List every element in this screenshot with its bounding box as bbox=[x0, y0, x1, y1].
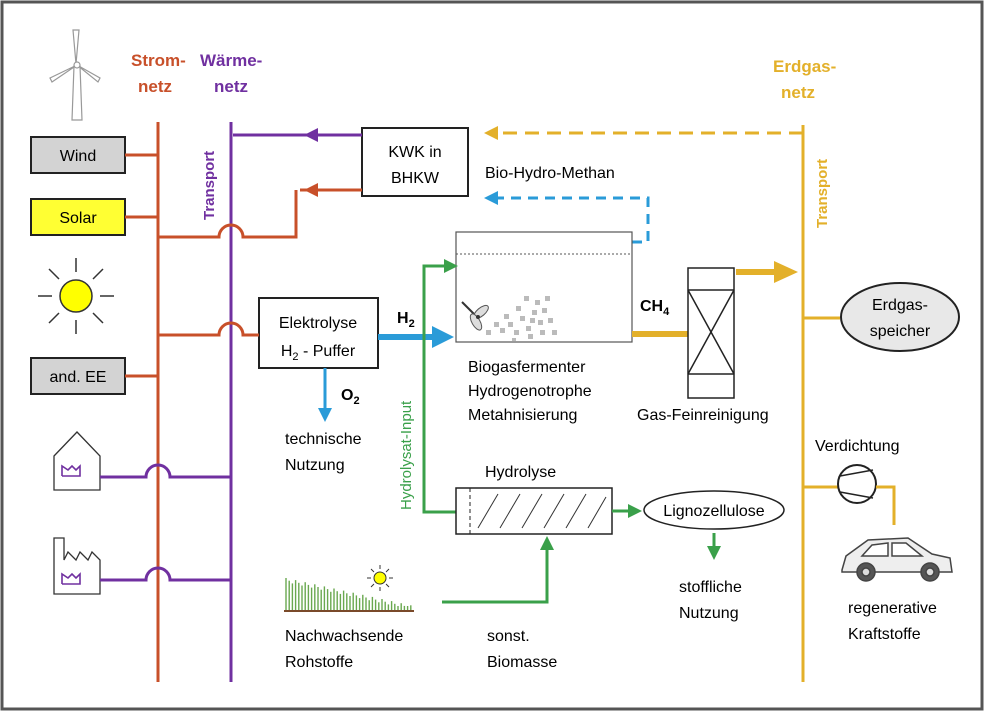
waerme-header-1: Wärme- bbox=[200, 51, 262, 70]
regenerative-label-1: regenerative bbox=[848, 600, 937, 617]
lignozellulose-label: Lignozellulose bbox=[663, 503, 765, 520]
kwk-bhkw-box bbox=[361, 127, 469, 197]
fermenter-to-kwk-arrow bbox=[484, 191, 498, 205]
o2-label: O2 bbox=[341, 387, 360, 407]
h2-label: H2 bbox=[397, 310, 415, 330]
nutzung-label: Nutzung bbox=[285, 457, 345, 474]
gas-to-erdgas-arrow bbox=[774, 261, 798, 283]
strom-to-elektrolyse-line bbox=[158, 321, 259, 337]
fermenter-label-3: Metahnisierung bbox=[468, 407, 577, 424]
biomasse-to-hydrolyse-line bbox=[442, 548, 549, 604]
bio-hydro-methan-label: Bio-Hydro-Methan bbox=[485, 165, 615, 182]
elektrolyse-box bbox=[258, 297, 379, 369]
hydrolyse-to-lignozellulose-arrow bbox=[628, 504, 642, 518]
sun-icon bbox=[38, 258, 114, 334]
h2-arrow-head bbox=[432, 326, 454, 348]
solar-label: Solar bbox=[59, 210, 97, 227]
hydrolyse-label: Hydrolyse bbox=[485, 464, 556, 481]
house-icon bbox=[53, 431, 101, 491]
erdgas-to-kwk-arrow bbox=[484, 126, 498, 140]
biomasse-to-hydrolyse-arrow bbox=[540, 536, 554, 550]
and-ee-box bbox=[30, 357, 126, 395]
wind-turbine-icon bbox=[49, 29, 101, 121]
technische-label: technische bbox=[285, 431, 362, 448]
kwk-heat-arrow bbox=[304, 128, 318, 142]
compressor-icon bbox=[837, 464, 877, 504]
elektrolyse-label-2: H2 - Puffer bbox=[281, 343, 356, 363]
lignozellulose-ellipse bbox=[643, 490, 785, 530]
o2-arrow-head bbox=[318, 408, 332, 422]
wind-label: Wind bbox=[60, 148, 96, 165]
solar-box bbox=[30, 198, 126, 236]
gas-feinreinigung-label: Gas-Feinreinigung bbox=[637, 407, 769, 424]
factory-heat-line bbox=[100, 566, 231, 582]
substrate-particles bbox=[486, 296, 557, 341]
stoffliche-label: stoffliche bbox=[679, 579, 742, 596]
gas-feinreinigung-column bbox=[687, 267, 735, 399]
house-heat-line bbox=[100, 463, 231, 479]
kwk-label-2: BHKW bbox=[391, 170, 440, 187]
erdgasspeicher-ellipse bbox=[840, 282, 960, 352]
biogasfermenter-box bbox=[455, 231, 633, 343]
stoffliche-nutzung-label: Nutzung bbox=[679, 605, 739, 622]
fermenter-to-kwk-dashed bbox=[495, 196, 650, 244]
and-ee-label: and. EE bbox=[50, 369, 107, 386]
nachwachsende-label-2: Rohstoffe bbox=[285, 654, 353, 671]
transport-label-left: Transport bbox=[201, 151, 218, 220]
fermenter-label-2: Hydrogenotrophe bbox=[468, 383, 592, 400]
hydrolyse-reactor bbox=[455, 487, 613, 535]
elektrolyse-label-1: Elektrolyse bbox=[279, 315, 357, 332]
erdgas-header-2: netz bbox=[781, 83, 815, 102]
lignozellulose-down-arrow bbox=[707, 546, 721, 560]
verdichtung-label: Verdichtung bbox=[815, 438, 900, 455]
factory-icon bbox=[53, 537, 101, 595]
verdichtung-connector-out bbox=[876, 485, 896, 525]
strom-to-kwk-line bbox=[158, 190, 298, 239]
hydrolysat-input-line bbox=[422, 264, 456, 514]
kwk-power-arrow bbox=[304, 183, 318, 197]
kwk-label-1: KWK in bbox=[388, 144, 441, 161]
sonst-label-2: Biomasse bbox=[487, 654, 557, 671]
hydrolysat-input-label: Hydrolysat-Input bbox=[398, 400, 415, 510]
crops-icon bbox=[285, 578, 412, 610]
erdgasspeicher-label-1: Erdgas- bbox=[872, 297, 928, 314]
fermenter-label-1: Biogasfermenter bbox=[468, 359, 586, 376]
strom-header-1: Strom- bbox=[131, 51, 186, 70]
hydrolysat-input-arrow bbox=[444, 259, 458, 273]
regenerative-label-2: Kraftstoffe bbox=[848, 626, 921, 643]
stirrer-icon bbox=[461, 301, 489, 331]
car-icon bbox=[841, 537, 953, 582]
wind-box bbox=[30, 136, 126, 174]
ch4-label: CH4 bbox=[640, 298, 670, 318]
erdgas-header-1: Erdgas- bbox=[773, 57, 836, 76]
small-sun-icon bbox=[367, 565, 393, 591]
waerme-header-2: netz bbox=[214, 77, 248, 96]
strom-header-2: netz bbox=[138, 77, 172, 96]
transport-label-right: Transport bbox=[814, 159, 831, 228]
nachwachsende-label-1: Nachwachsende bbox=[285, 628, 403, 645]
sonst-label-1: sonst. bbox=[487, 628, 530, 645]
erdgasspeicher-label-2: speicher bbox=[870, 323, 931, 340]
